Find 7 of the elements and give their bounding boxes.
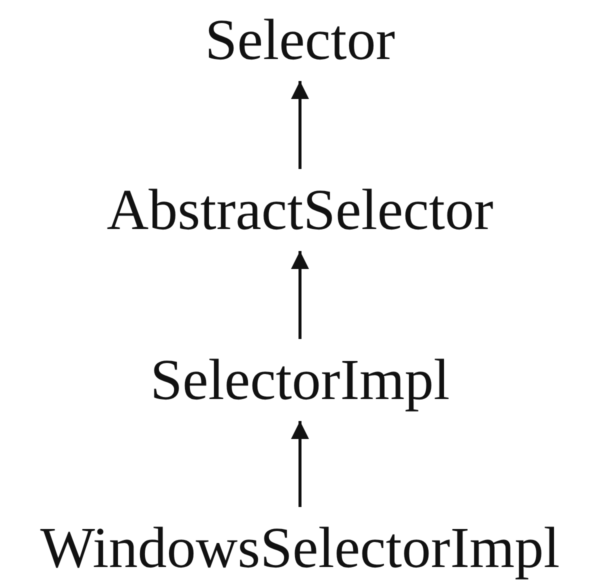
- class-name: WindowsSelectorImpl: [36, 507, 564, 585]
- arrow: [291, 421, 309, 507]
- class-name: SelectorImpl: [146, 339, 454, 421]
- class-name: AbstractSelector: [102, 169, 498, 251]
- class-name: Selector: [200, 0, 400, 81]
- arrow: [291, 251, 309, 339]
- arrow: [291, 81, 309, 169]
